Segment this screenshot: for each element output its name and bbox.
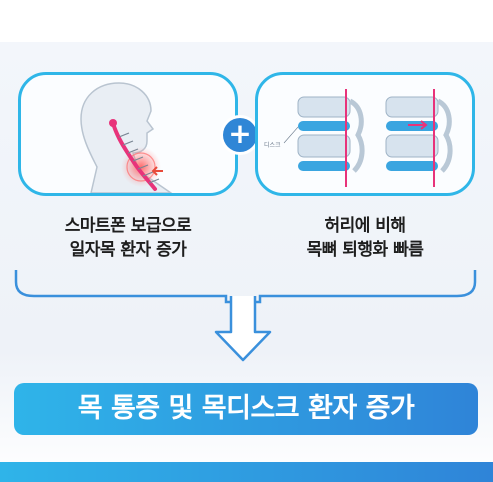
right-caption-line2: 목뼈 퇴행화 빠름 (306, 240, 424, 260)
disc-label: 디스크 (264, 141, 281, 149)
plus-icon: + (223, 118, 257, 152)
disc-label-pointer (283, 126, 299, 144)
down-arrow-icon (214, 296, 272, 362)
disc-bulge-arrow (408, 120, 428, 130)
right-caption-line1: 허리에 비해 (324, 216, 406, 236)
neck-spine-illustration (80, 82, 173, 193)
vertebra-ticks (118, 132, 160, 184)
disc-comparison-illustration: 디스크 (264, 89, 453, 187)
right-caption: 허리에 비해 목뼈 퇴행화 빠름 (255, 214, 475, 262)
pain-ring (126, 152, 156, 182)
left-caption-line2: 일자목 환자 증가 (69, 240, 187, 260)
left-caption: 스마트폰 보급으로 일자목 환자 증가 (18, 214, 238, 262)
disc-illustration-frame: 디스크 (255, 72, 475, 196)
page-top-background (0, 0, 493, 42)
degenerated-spine-segment (385, 89, 453, 187)
healthy-spine-segment (297, 89, 365, 187)
spine-top-dot (109, 119, 117, 127)
neck-illustration-frame (18, 72, 238, 196)
footer-bar (0, 462, 493, 482)
result-banner: 목 통증 및 목디스크 환자 증가 (14, 383, 478, 435)
pain-arrow (151, 166, 163, 176)
left-caption-line1: 스마트폰 보급으로 (64, 216, 192, 236)
